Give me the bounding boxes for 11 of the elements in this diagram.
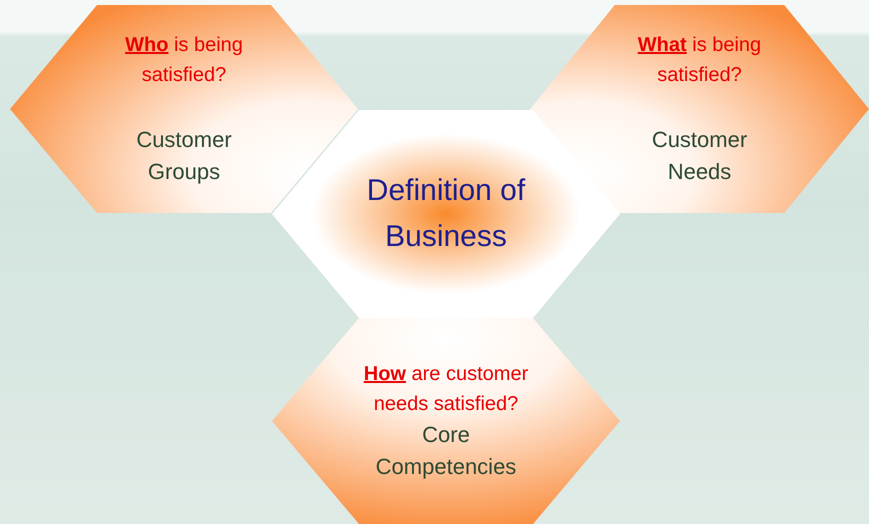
hexagon bbox=[530, 5, 869, 213]
hexagon bbox=[272, 318, 620, 524]
label-text: Customer Needs bbox=[650, 126, 748, 186]
label-text: Core Competencies bbox=[374, 421, 518, 481]
question-text: How are customer needs satisfied? bbox=[362, 362, 530, 417]
hexagon bbox=[272, 110, 620, 318]
question-text: Who is being satisfied? bbox=[124, 33, 244, 88]
hexagon bbox=[10, 5, 358, 213]
title-text: Definition of Business bbox=[366, 173, 526, 255]
label-text: Customer Groups bbox=[135, 126, 233, 186]
question-text: What is being satisfied? bbox=[636, 33, 762, 88]
